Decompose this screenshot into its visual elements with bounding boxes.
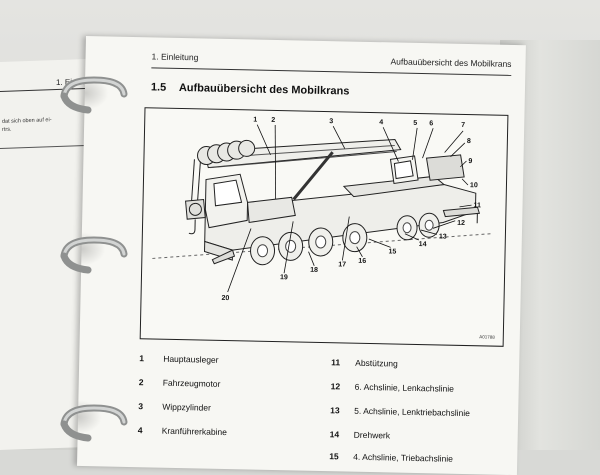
legend-label: Kranführerkabine — [162, 426, 227, 437]
legend-label: Drehwerk — [354, 430, 391, 441]
manual-page: 1. Einleitung Aufbauübersicht des Mobilk… — [77, 36, 526, 475]
legend-label: Wippzylinder — [162, 402, 211, 413]
callout-13: 13 — [439, 233, 447, 240]
legend-number: 15 — [329, 451, 343, 461]
callout-2: 2 — [271, 117, 275, 124]
section-title: Aufbauübersicht des Mobilkrans — [179, 82, 350, 98]
callout-8: 8 — [467, 138, 471, 145]
callout-6: 6 — [429, 120, 433, 127]
callout-18: 18 — [310, 267, 318, 274]
callout-12: 12 — [457, 220, 465, 227]
section-heading: 1.5 Aufbauübersicht des Mobilkrans — [151, 81, 350, 97]
callout-20: 20 — [221, 295, 229, 302]
crane-illustration: 1 2 3 4 5 6 7 8 9 10 11 12 13 14 15 16 1… — [141, 108, 508, 346]
callout-11: 11 — [473, 202, 481, 209]
callout-17: 17 — [338, 261, 346, 268]
legend-number: 3 — [138, 401, 152, 411]
legend-label: 5. Achslinie, Lenktriebachslinie — [354, 406, 470, 418]
legend-label: Hauptausleger — [163, 354, 218, 365]
callout-10: 10 — [470, 182, 478, 189]
binder-ring-icon — [58, 236, 128, 274]
legend-label: Abstützung — [355, 358, 398, 369]
crane-figure: 1 2 3 4 5 6 7 8 9 10 11 12 13 14 15 16 1… — [140, 107, 509, 347]
binder-ring-icon — [58, 404, 128, 442]
callout-19: 19 — [280, 274, 288, 281]
header-topic: Aufbauübersicht des Mobilkrans — [390, 56, 511, 69]
legend-label: 4. Achslinie, Triebachslinie — [353, 452, 453, 464]
binder-ring-icon — [58, 76, 128, 114]
legend-number: 13 — [330, 405, 344, 415]
figure-legend: 1 Hauptausleger 2 Fahrzeugmotor 3 Wippzy… — [139, 353, 509, 361]
callout-15: 15 — [388, 248, 396, 255]
legend-number: 4 — [138, 425, 152, 435]
legend-label: 6. Achslinie, Lenkachslinie — [355, 382, 454, 394]
callout-14: 14 — [419, 241, 427, 248]
legend-number: 11 — [331, 357, 345, 367]
callout-4: 4 — [379, 119, 383, 126]
figure-code: A01788 — [479, 334, 495, 339]
legend-number: 1 — [139, 353, 153, 363]
section-number: 1.5 — [151, 81, 167, 93]
legend-number: 12 — [331, 381, 345, 391]
callout-7: 7 — [461, 122, 465, 129]
header-chapter: 1. Einleitung — [151, 51, 198, 62]
callout-9: 9 — [468, 158, 472, 165]
legend-number: 2 — [139, 377, 153, 387]
legend-label: Fahrzeugmotor — [163, 378, 221, 389]
page-header: 1. Einleitung Aufbauübersicht des Mobilk… — [151, 51, 511, 76]
callout-5: 5 — [413, 120, 417, 127]
callout-3: 3 — [329, 118, 333, 125]
legend-number: 14 — [330, 429, 344, 439]
callout-1: 1 — [253, 117, 257, 124]
callout-16: 16 — [358, 258, 366, 265]
